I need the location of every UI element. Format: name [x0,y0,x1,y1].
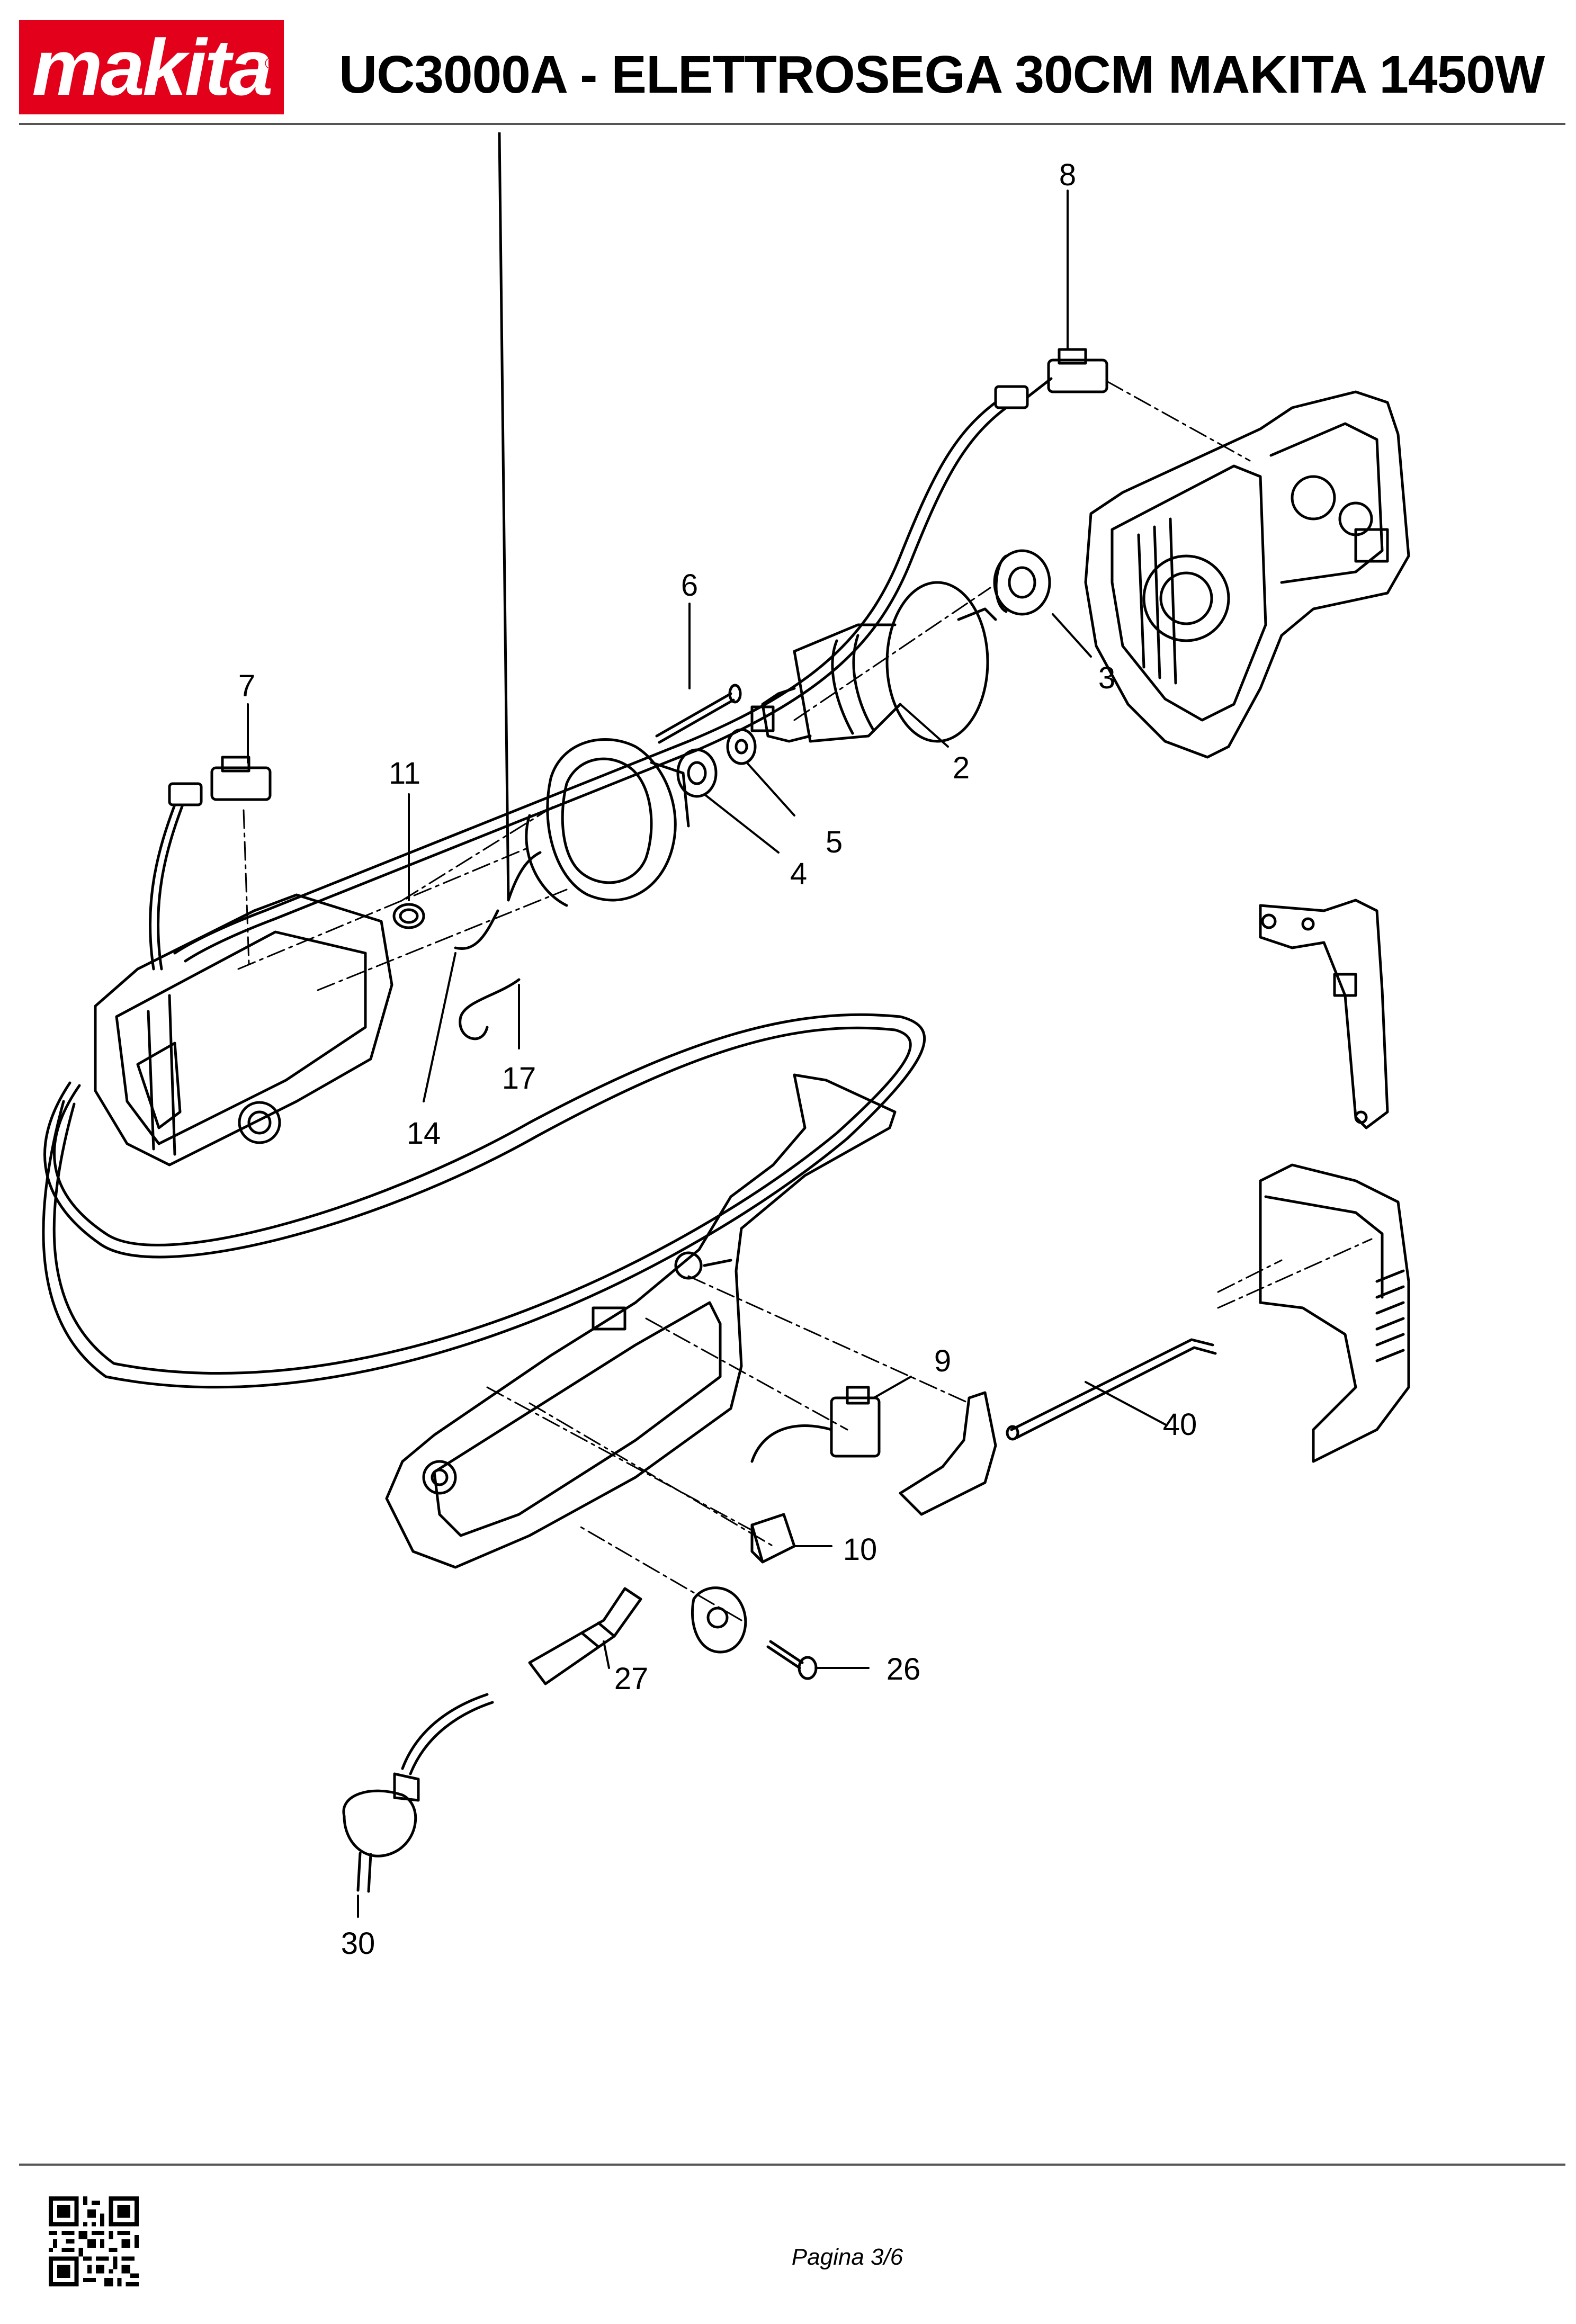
cord-clamp [691,1586,747,1654]
part-8-switch [994,348,1108,409]
cord-loop [42,1013,926,1389]
callout-8: 8 [1059,158,1076,192]
handle-housing-main [385,1073,897,1569]
part-14-17-leads [454,132,542,1040]
makita-logo-text: makita [32,23,273,112]
makita-logo: makita [19,20,284,114]
page-header: makita ® UC3000A - ELETTROSEGA 30CM MAKI… [0,0,1576,127]
part-30-plug [342,1693,494,1893]
callout-40: 40 [1163,1407,1197,1442]
callout-17: 17 [502,1061,536,1096]
registered-mark: ® [265,55,277,73]
motor-housing [94,893,393,1167]
handle-housing-right [1259,1163,1410,1463]
part-40-rod [1006,1338,1217,1441]
part-26-screw [766,1640,818,1680]
part-5-washer [726,728,757,765]
footer-divider [19,2164,1565,2166]
callout-26: 26 [886,1652,921,1686]
callout-27: 27 [614,1662,649,1696]
callout-6: 6 [681,568,698,603]
callout-labels: 8 3 2 5 4 6 7 11 14 17 9 10 40 26 27 30 [238,158,1197,1961]
leader-lines [247,190,1166,1918]
part-11-clip [392,903,425,929]
part-6-bolt [655,684,742,744]
callout-30: 30 [341,1926,375,1961]
callout-9: 9 [934,1344,951,1378]
part-4-bearing [676,748,718,798]
callout-2: 2 [953,751,970,785]
trigger-lever [899,1391,997,1516]
callout-10: 10 [843,1532,877,1567]
part-3-bearing [993,549,1051,616]
assembly-lines [237,380,1373,1621]
page-number: Pagina 3/6 [791,2244,903,2270]
callout-7: 7 [238,669,255,703]
callout-5: 5 [826,825,843,859]
gear-housing [1084,390,1410,759]
part-7-switch [149,756,272,971]
stator [525,738,690,907]
callout-4: 4 [790,857,807,891]
callout-14: 14 [407,1116,441,1151]
exploded-parts-diagram: 8 3 2 5 4 6 7 11 14 17 9 10 40 26 27 30 [42,132,1410,1961]
callout-3: 3 [1098,661,1115,695]
header-divider [19,123,1565,125]
callout-11: 11 [389,756,420,791]
page-title: UC3000A - ELETTROSEGA 30CM MAKITA 1450W [339,45,1545,104]
bracket [1259,899,1389,1129]
part-2-armature [750,581,997,743]
part-9-switch [750,1386,881,1463]
part-27-cord-guard [528,1587,642,1685]
qr-code-icon [49,2196,139,2286]
